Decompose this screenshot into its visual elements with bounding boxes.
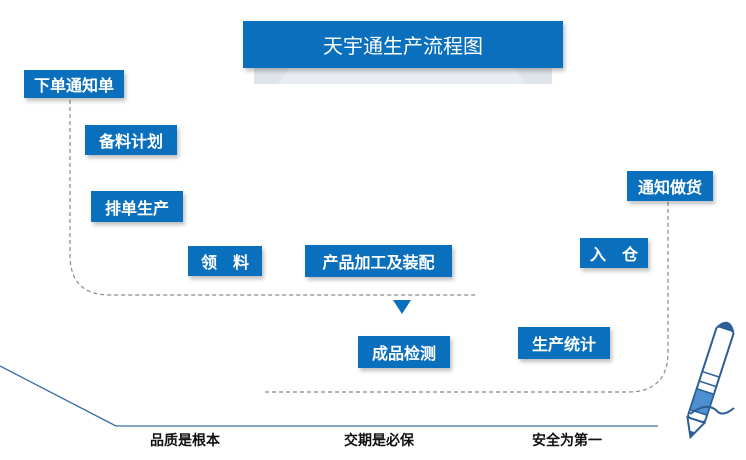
title-ribbon-shadow [278,68,526,84]
pen-icon [686,321,735,440]
page-title: 天宇通生产流程图 [243,21,563,68]
step-inspection: 成品检测 [358,336,450,368]
footer-delivery: 交期是必保 [344,433,414,449]
dashed-flow-right [265,202,669,393]
dashed-flow-left [69,100,478,296]
title-ribbon-tail [514,68,552,84]
pen-scribble [689,405,735,415]
step-schedule-production: 排单生产 [91,191,183,222]
step-delivery-notice: 通知做货 [627,171,713,201]
step-processing-assembly: 产品加工及装配 [305,245,452,277]
footer-safety: 安全为第一 [532,433,602,449]
step-material-plan: 备料计划 [85,125,177,155]
accent-diagonal [0,365,117,427]
step-statistics: 生产统计 [518,327,610,359]
step-pick-materials: 领 料 [188,246,262,276]
footer-quality: 品质是根本 [150,433,220,449]
down-arrow-icon [393,300,411,314]
step-warehousing: 入 仓 [580,238,648,268]
step-order-notice: 下单通知单 [24,70,124,98]
